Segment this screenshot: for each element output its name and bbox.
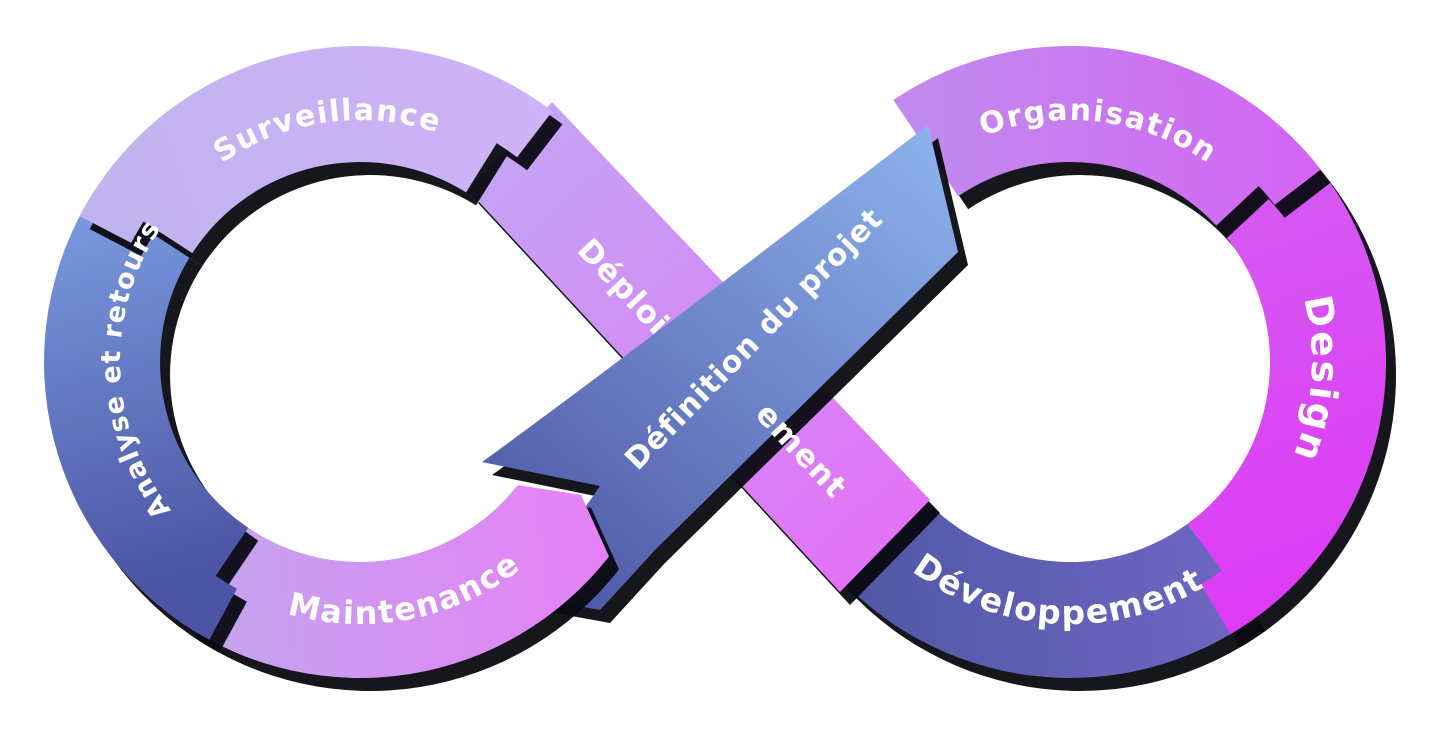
loop-segments <box>44 45 1387 678</box>
segment-developpement <box>827 490 1256 678</box>
segment-design <box>1187 146 1387 635</box>
segment-organisation <box>893 45 1321 226</box>
segment-surveillance <box>79 45 553 254</box>
segment-maintenance <box>183 485 610 678</box>
segment-analyse <box>44 189 249 640</box>
band-definition <box>482 125 958 610</box>
